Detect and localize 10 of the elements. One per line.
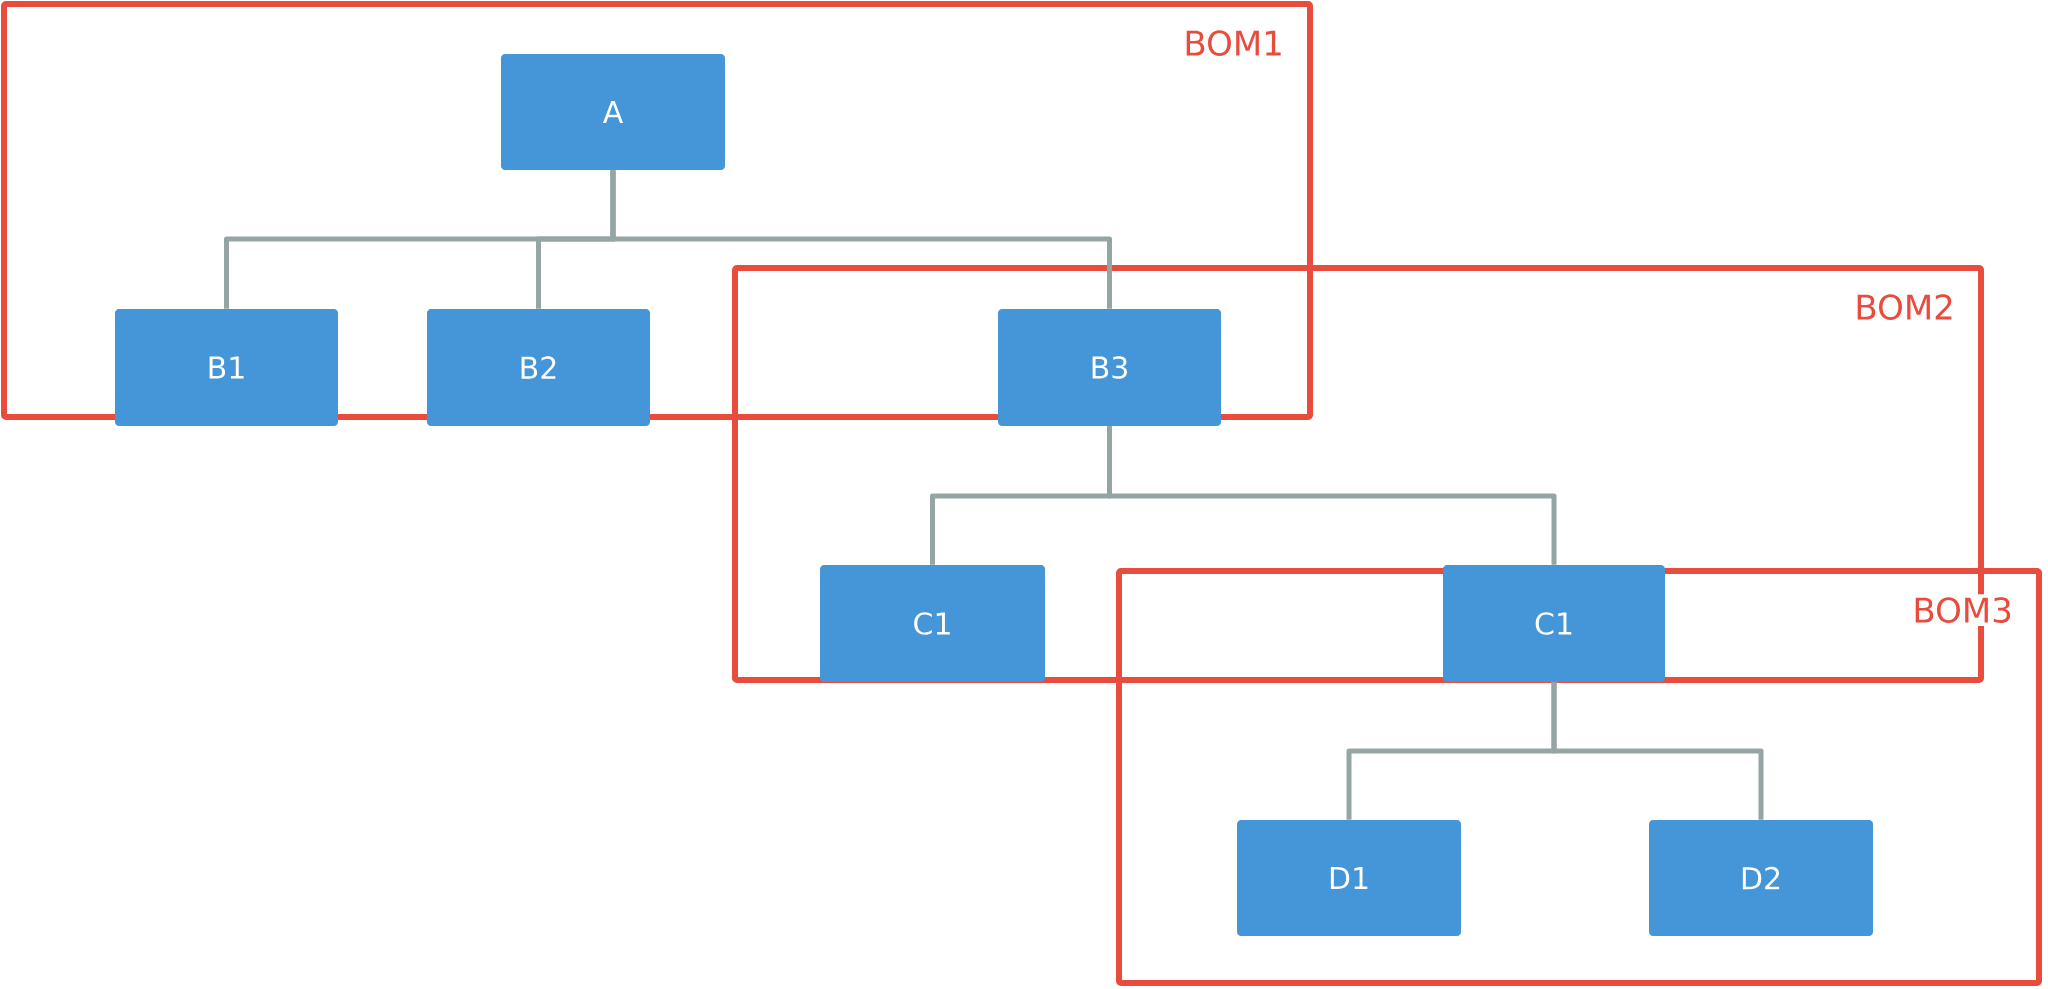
connector-line	[1107, 426, 1557, 565]
part-box: C1	[1443, 565, 1665, 682]
part-box: C1	[820, 565, 1045, 682]
part-box: D2	[1649, 820, 1873, 936]
part-box: B2	[427, 309, 650, 426]
part-box: D1	[1237, 820, 1461, 936]
part-box: B1	[115, 309, 338, 426]
connector-line	[1551, 682, 1764, 820]
part-box: A	[501, 54, 725, 170]
connector-line	[610, 170, 1112, 309]
